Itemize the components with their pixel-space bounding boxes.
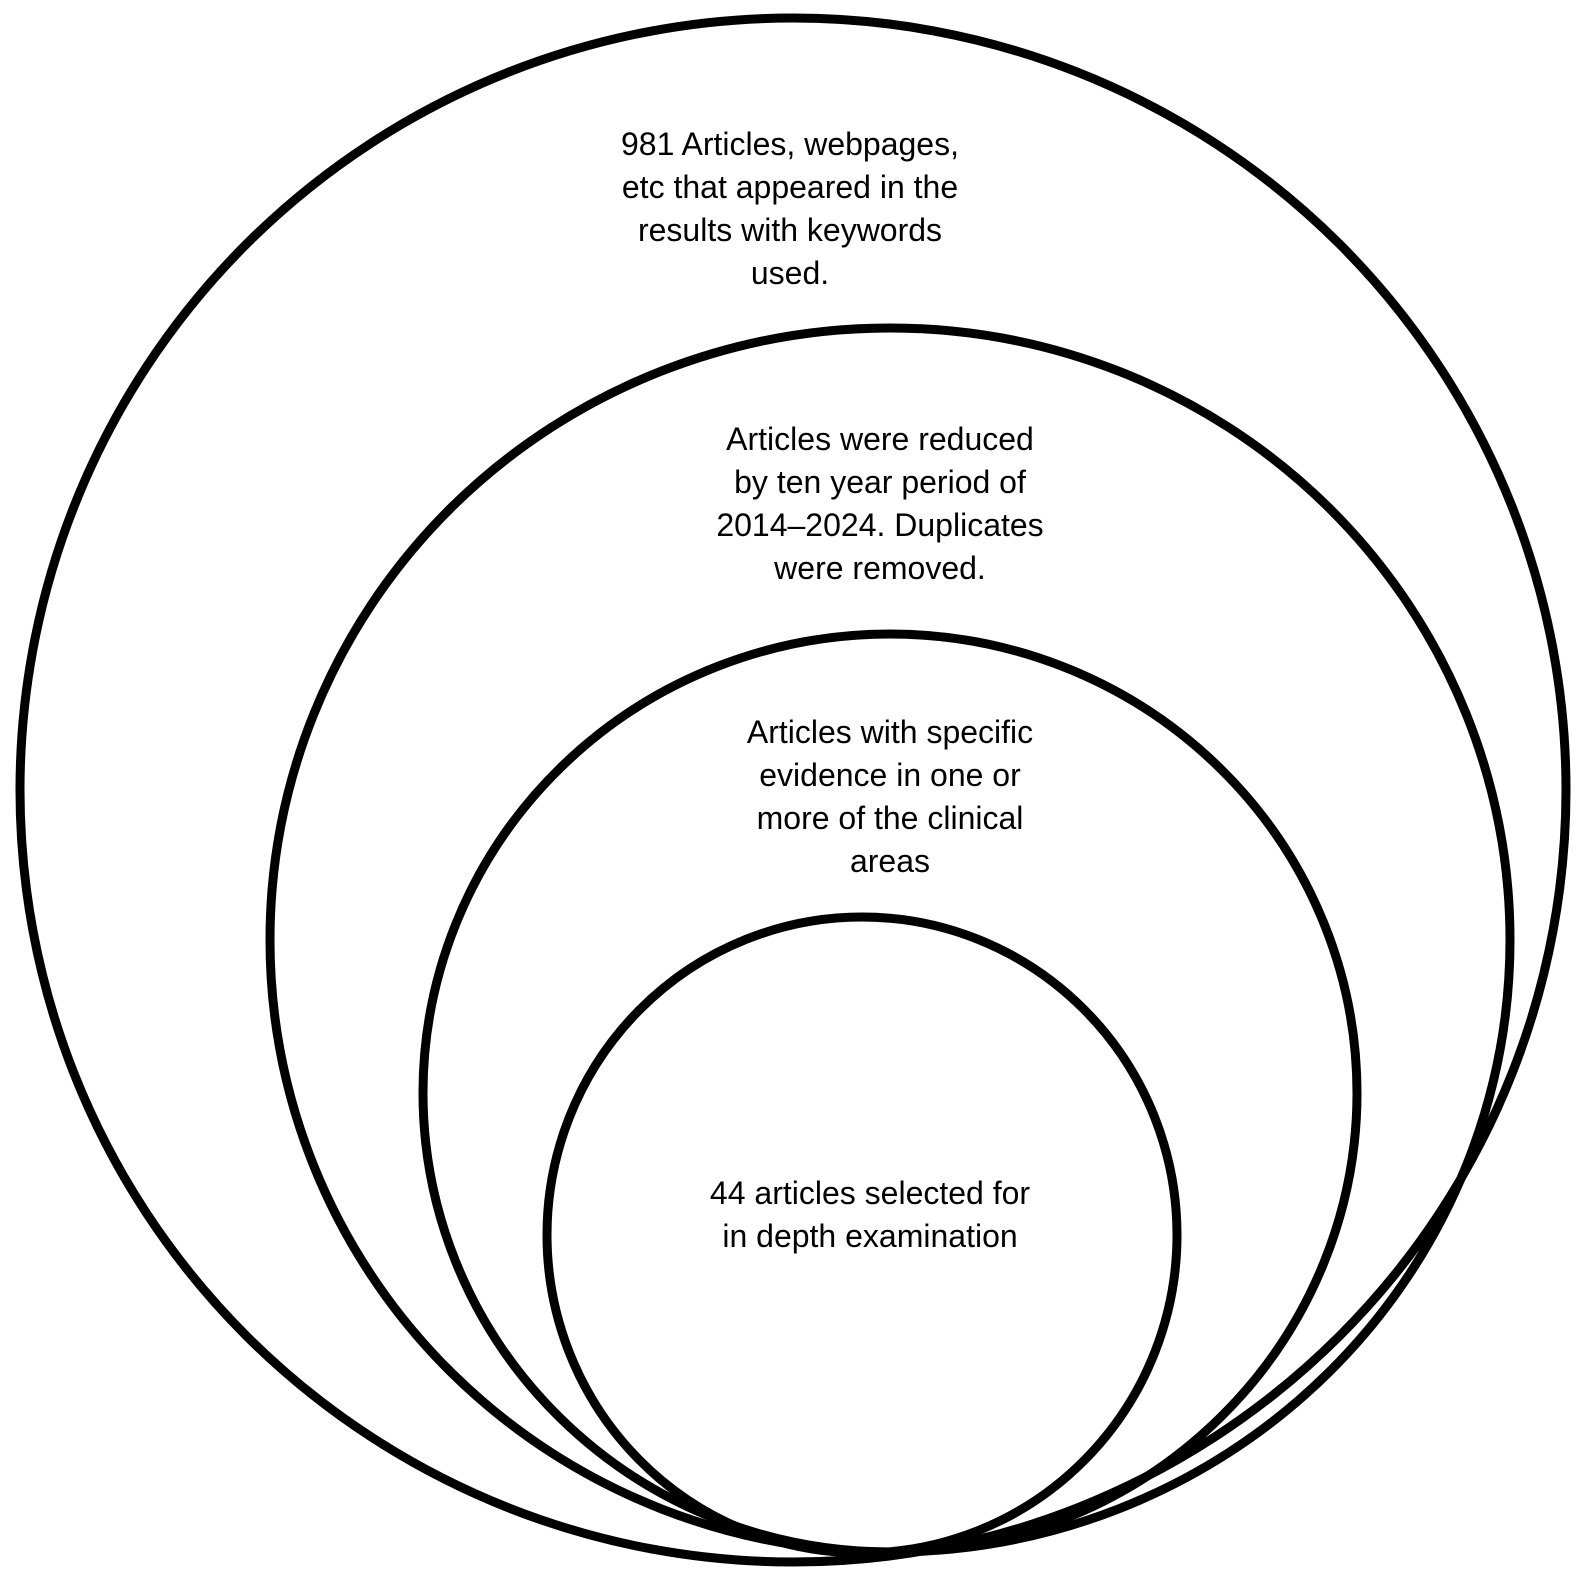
stage-4-line-2: in depth examination xyxy=(722,1218,1018,1254)
stage-2-label: Articles were reduced by ten year period… xyxy=(670,418,1090,590)
stage-1-line-1: 981 Articles, webpages, xyxy=(621,126,959,162)
stage-2-line-2: by ten year period of xyxy=(734,464,1026,500)
stage-3-line-2: evidence in one or xyxy=(759,757,1021,793)
stage-4-line-1: 44 articles selected for xyxy=(709,1175,1031,1211)
stage-1-line-2: etc that appeared in the xyxy=(621,169,959,205)
stage-2-line-1: Articles were reduced xyxy=(726,421,1034,457)
stage-2-line-4: were removed. xyxy=(774,550,986,586)
stage-2-line-3: 2014–2024. Duplicates xyxy=(716,507,1044,543)
stage-1-line-4: used. xyxy=(750,255,830,291)
stage-3-label: Articles with specific evidence in one o… xyxy=(690,711,1090,883)
ring-selected xyxy=(542,912,1182,1558)
stage-3-line-1: Articles with specific xyxy=(746,714,1034,750)
stage-3-line-4: areas xyxy=(849,843,931,879)
stage-1-label: 981 Articles, webpages, etc that appeare… xyxy=(560,123,1020,295)
stage-3-line-3: more of the clinical xyxy=(756,800,1024,836)
stage-4-label: 44 articles selected for in depth examin… xyxy=(650,1172,1090,1258)
ring-outer-all-results xyxy=(15,13,1571,1567)
stage-1-line-3: results with keywords xyxy=(637,212,943,248)
